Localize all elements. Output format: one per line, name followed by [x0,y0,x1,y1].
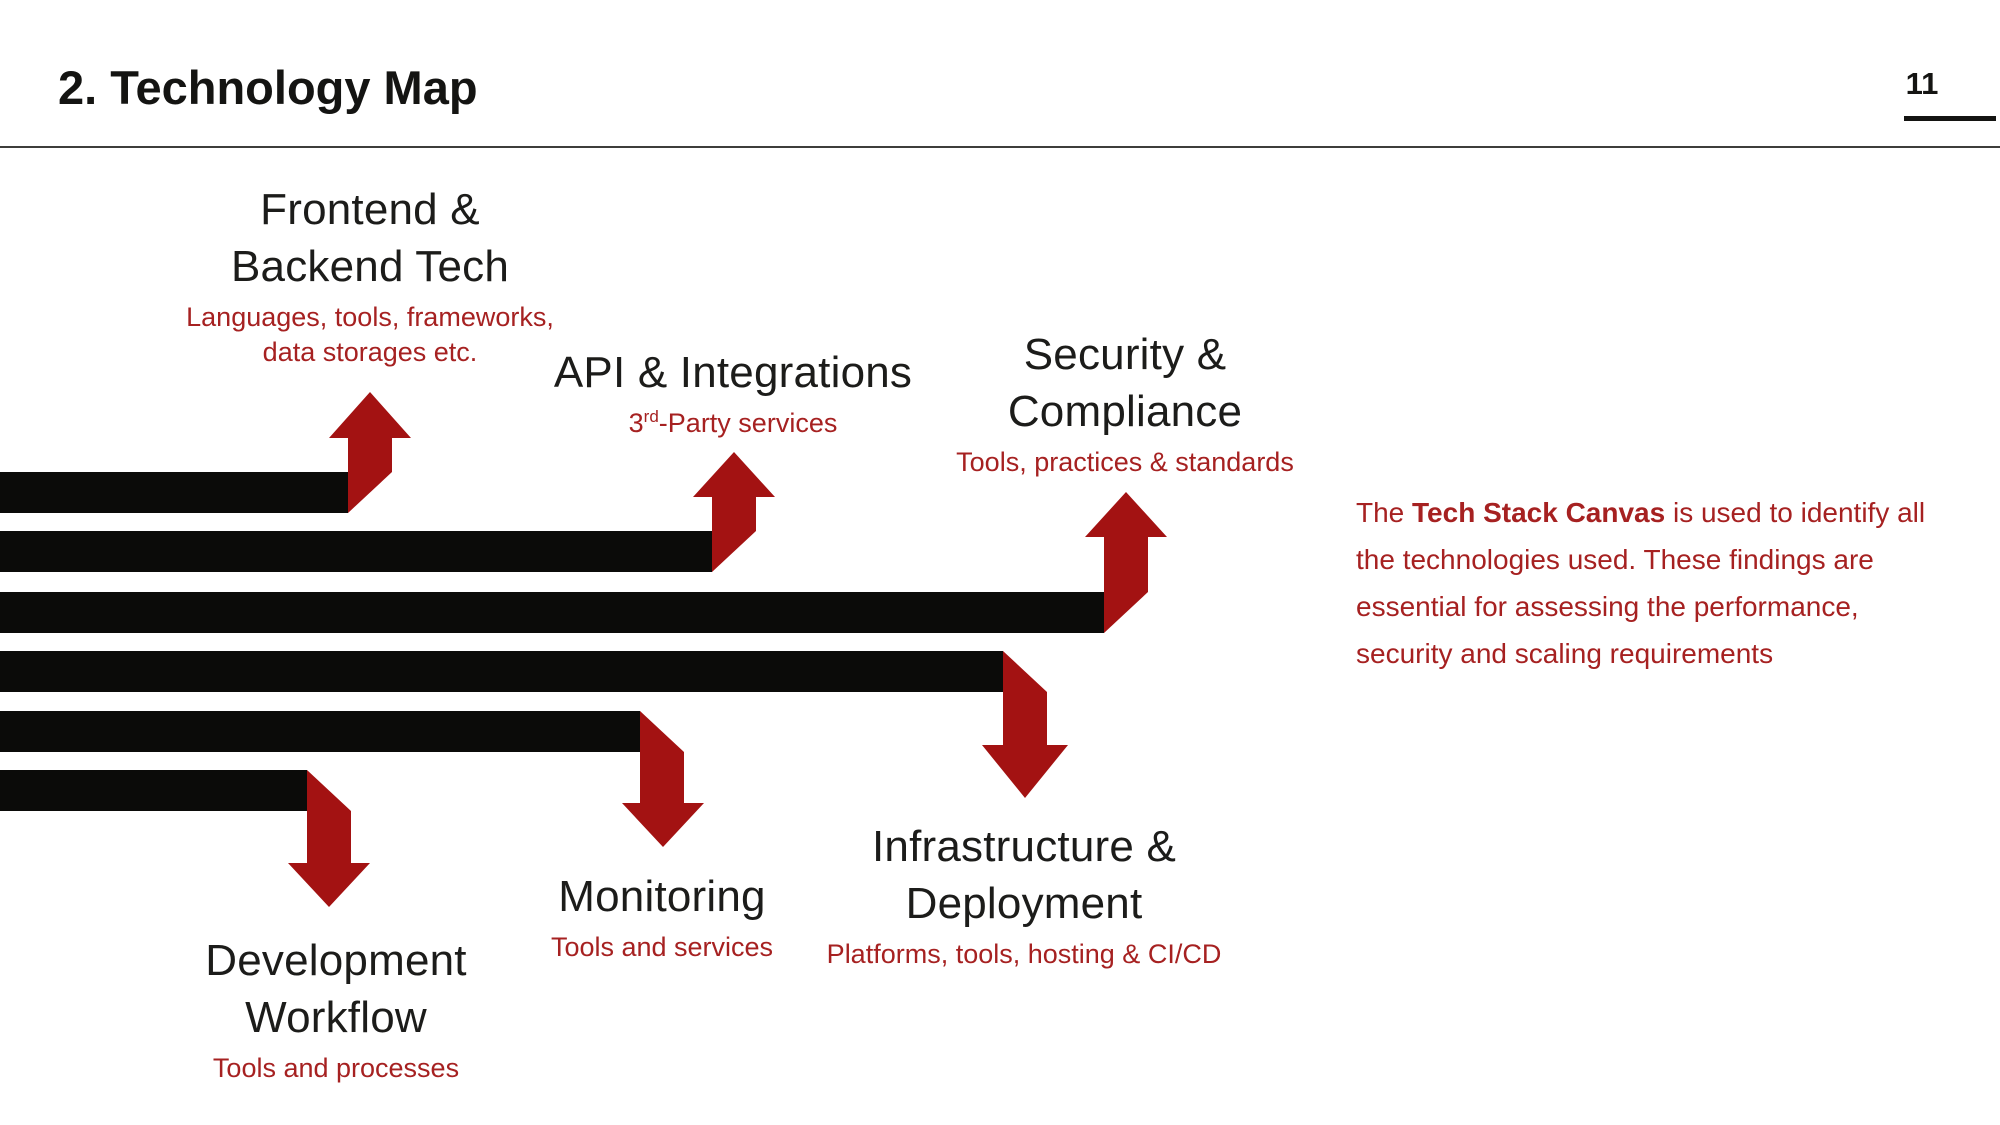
note-text: The [1356,497,1413,528]
category-title-line: API & Integrations [553,348,913,397]
category-title-line: Monitoring [558,872,766,921]
page-number: 11 [1905,66,1939,101]
category-subtitle-line: data storages etc. [262,337,478,367]
category-security-compliance: Security & Compliance Tools, practices &… [956,326,1294,480]
bar-frontend-backend [0,472,348,513]
arrow-down-monitoring-icon [622,711,704,847]
tech-stack-canvas-note: The Tech Stack Canvas is used to identif… [1356,489,1925,677]
category-title-line: Workflow [245,993,427,1042]
category-development-workflow: Development Workflow Tools and processes [205,932,466,1086]
category-subtitle-line: Tools and processes [212,1053,460,1083]
bar-development-workflow [0,770,307,811]
category-api-integrations: API & Integrations 3rd-Party services [554,344,912,441]
arrow-up-frontend-backend-icon [329,392,411,513]
note-line: security and scaling requirements [1356,638,1774,669]
arrow-down-infrastructure-deployment-icon [982,651,1068,798]
category-subtitle-line: Platforms, tools, hosting & CI/CD [826,939,1222,969]
page-number-underline [1904,116,1996,121]
bar-monitoring [0,711,640,752]
subtitle-text: 3 [628,408,644,438]
note-line: essential for assessing the performance, [1356,591,1859,622]
ordinal-superscript: rd [643,407,659,426]
arrow-up-security-compliance-icon [1085,492,1167,633]
category-subtitle-line: Tools, practices & standards [956,447,1294,477]
category-title-line: Security & [1023,330,1227,379]
note-line: the technologies used. These findings ar… [1356,544,1874,575]
note-text: is used to identify all [1665,497,1926,528]
note-line: The Tech Stack Canvas is used to identif… [1356,489,1925,536]
category-monitoring: Monitoring Tools and services [551,868,773,965]
category-title-line: Frontend & [260,185,480,234]
subtitle-text: -Party services [658,408,838,438]
category-title-line: Deployment [905,879,1143,928]
arrow-down-development-workflow-icon [288,770,370,907]
slide-title: 2. Technology Map [58,61,478,114]
category-title-line: Backend Tech [230,242,510,291]
note-bold-text: Tech Stack Canvas [1412,497,1666,528]
arrow-up-api-integrations-icon [693,452,775,572]
bar-api-integrations [0,531,712,572]
category-title-line: Compliance [1007,387,1243,436]
category-title-line: Development [205,936,467,985]
header-rule [0,146,2000,148]
category-subtitle-line: Tools and services [550,932,774,962]
bar-infrastructure-deployment [0,651,1003,692]
category-frontend-backend: Frontend & Backend Tech Languages, tools… [186,181,554,370]
category-infrastructure-deployment: Infrastructure & Deployment Platforms, t… [827,818,1222,972]
category-title-line: Infrastructure & [872,822,1176,871]
category-subtitle-line: Languages, tools, frameworks, [186,302,554,332]
category-subtitle-line: 3rd-Party services [554,406,912,441]
bar-security-compliance [0,592,1104,633]
